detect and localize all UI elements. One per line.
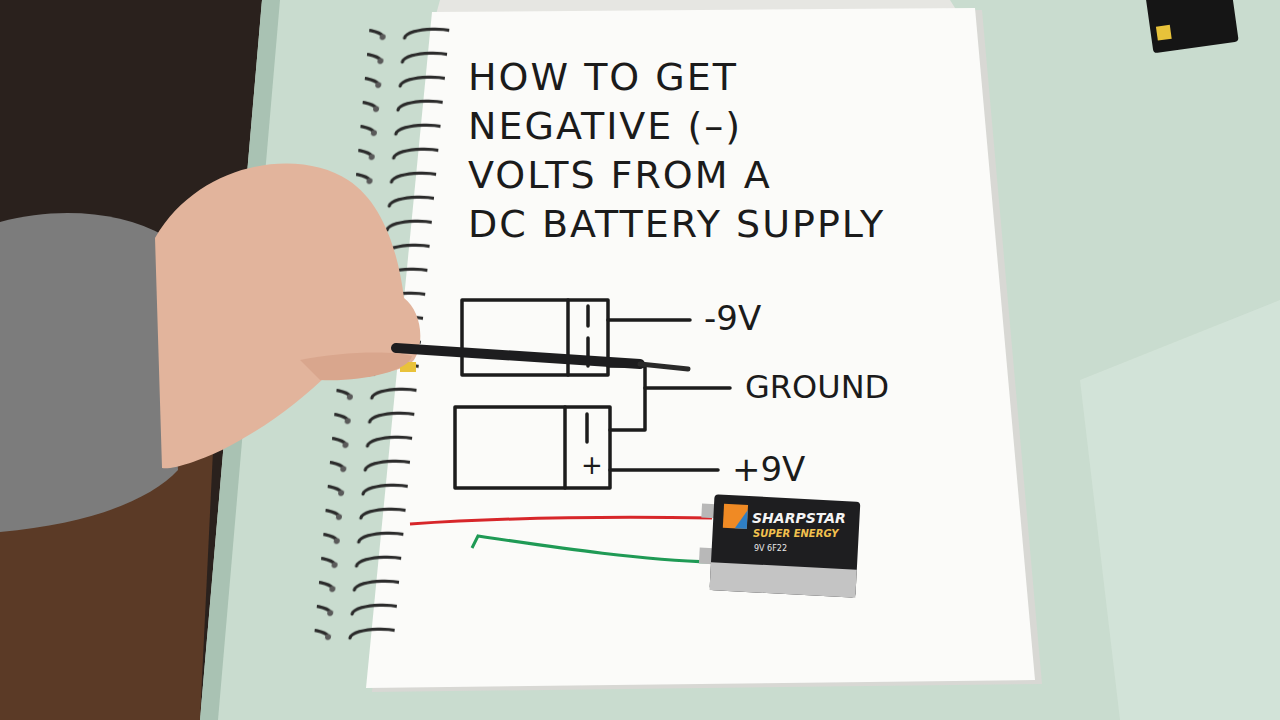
battery-model-slot: 9V 6F22 (754, 545, 787, 553)
voltage-label-slot: +9V (732, 452, 805, 486)
hand (155, 163, 420, 468)
battery-brand-slot: SHARPSTAR (752, 511, 846, 525)
wire (610, 468, 718, 472)
wire (645, 386, 730, 390)
ground-label-slot: GROUND (745, 371, 889, 403)
battery-photo (698, 494, 861, 598)
pen-barrel (396, 348, 640, 364)
spare-battery (1146, 0, 1239, 53)
battery-model: 9V 6F22 (754, 545, 787, 553)
wire (608, 366, 645, 430)
ground-label: GROUND (745, 371, 889, 403)
battery-brand: SHARPSTAR (752, 511, 846, 525)
red-lead (410, 517, 712, 524)
notebook-page (366, 8, 1035, 688)
battery-symbol (455, 407, 610, 488)
thumb (300, 353, 412, 381)
battery-subtitle-slot: SUPER ENERGY (753, 529, 838, 539)
title-slot: HOW TO GET NEGATIVE (–) VOLTS FROM A DC … (468, 53, 885, 249)
battery-body (710, 494, 861, 598)
battery-terminal-mark (586, 306, 590, 326)
wire (608, 318, 690, 322)
title: HOW TO GET NEGATIVE (–) VOLTS FROM A DC … (468, 53, 885, 249)
battery-terminal-mark (585, 414, 589, 442)
polarity-mark: + (581, 452, 603, 478)
voltage-label: -9V (704, 301, 761, 335)
battery-label-band (710, 562, 857, 598)
polarity-mark-slot: + (581, 452, 603, 478)
pen-tip (640, 364, 688, 369)
battery-logo (735, 509, 748, 529)
battery-body (1146, 0, 1239, 53)
battery-cap-line (563, 407, 567, 488)
voltage-label: +9V (732, 452, 805, 486)
green-lead (472, 536, 712, 562)
battery-subtitle: SUPER ENERGY (753, 529, 838, 539)
battery-logo (723, 504, 748, 529)
sweater-sleeve (0, 213, 178, 532)
battery-logo (1156, 25, 1172, 41)
voltage-label-slot: -9V (704, 301, 761, 335)
circuit-drawing (455, 300, 730, 488)
window-reflection (1080, 300, 1280, 720)
